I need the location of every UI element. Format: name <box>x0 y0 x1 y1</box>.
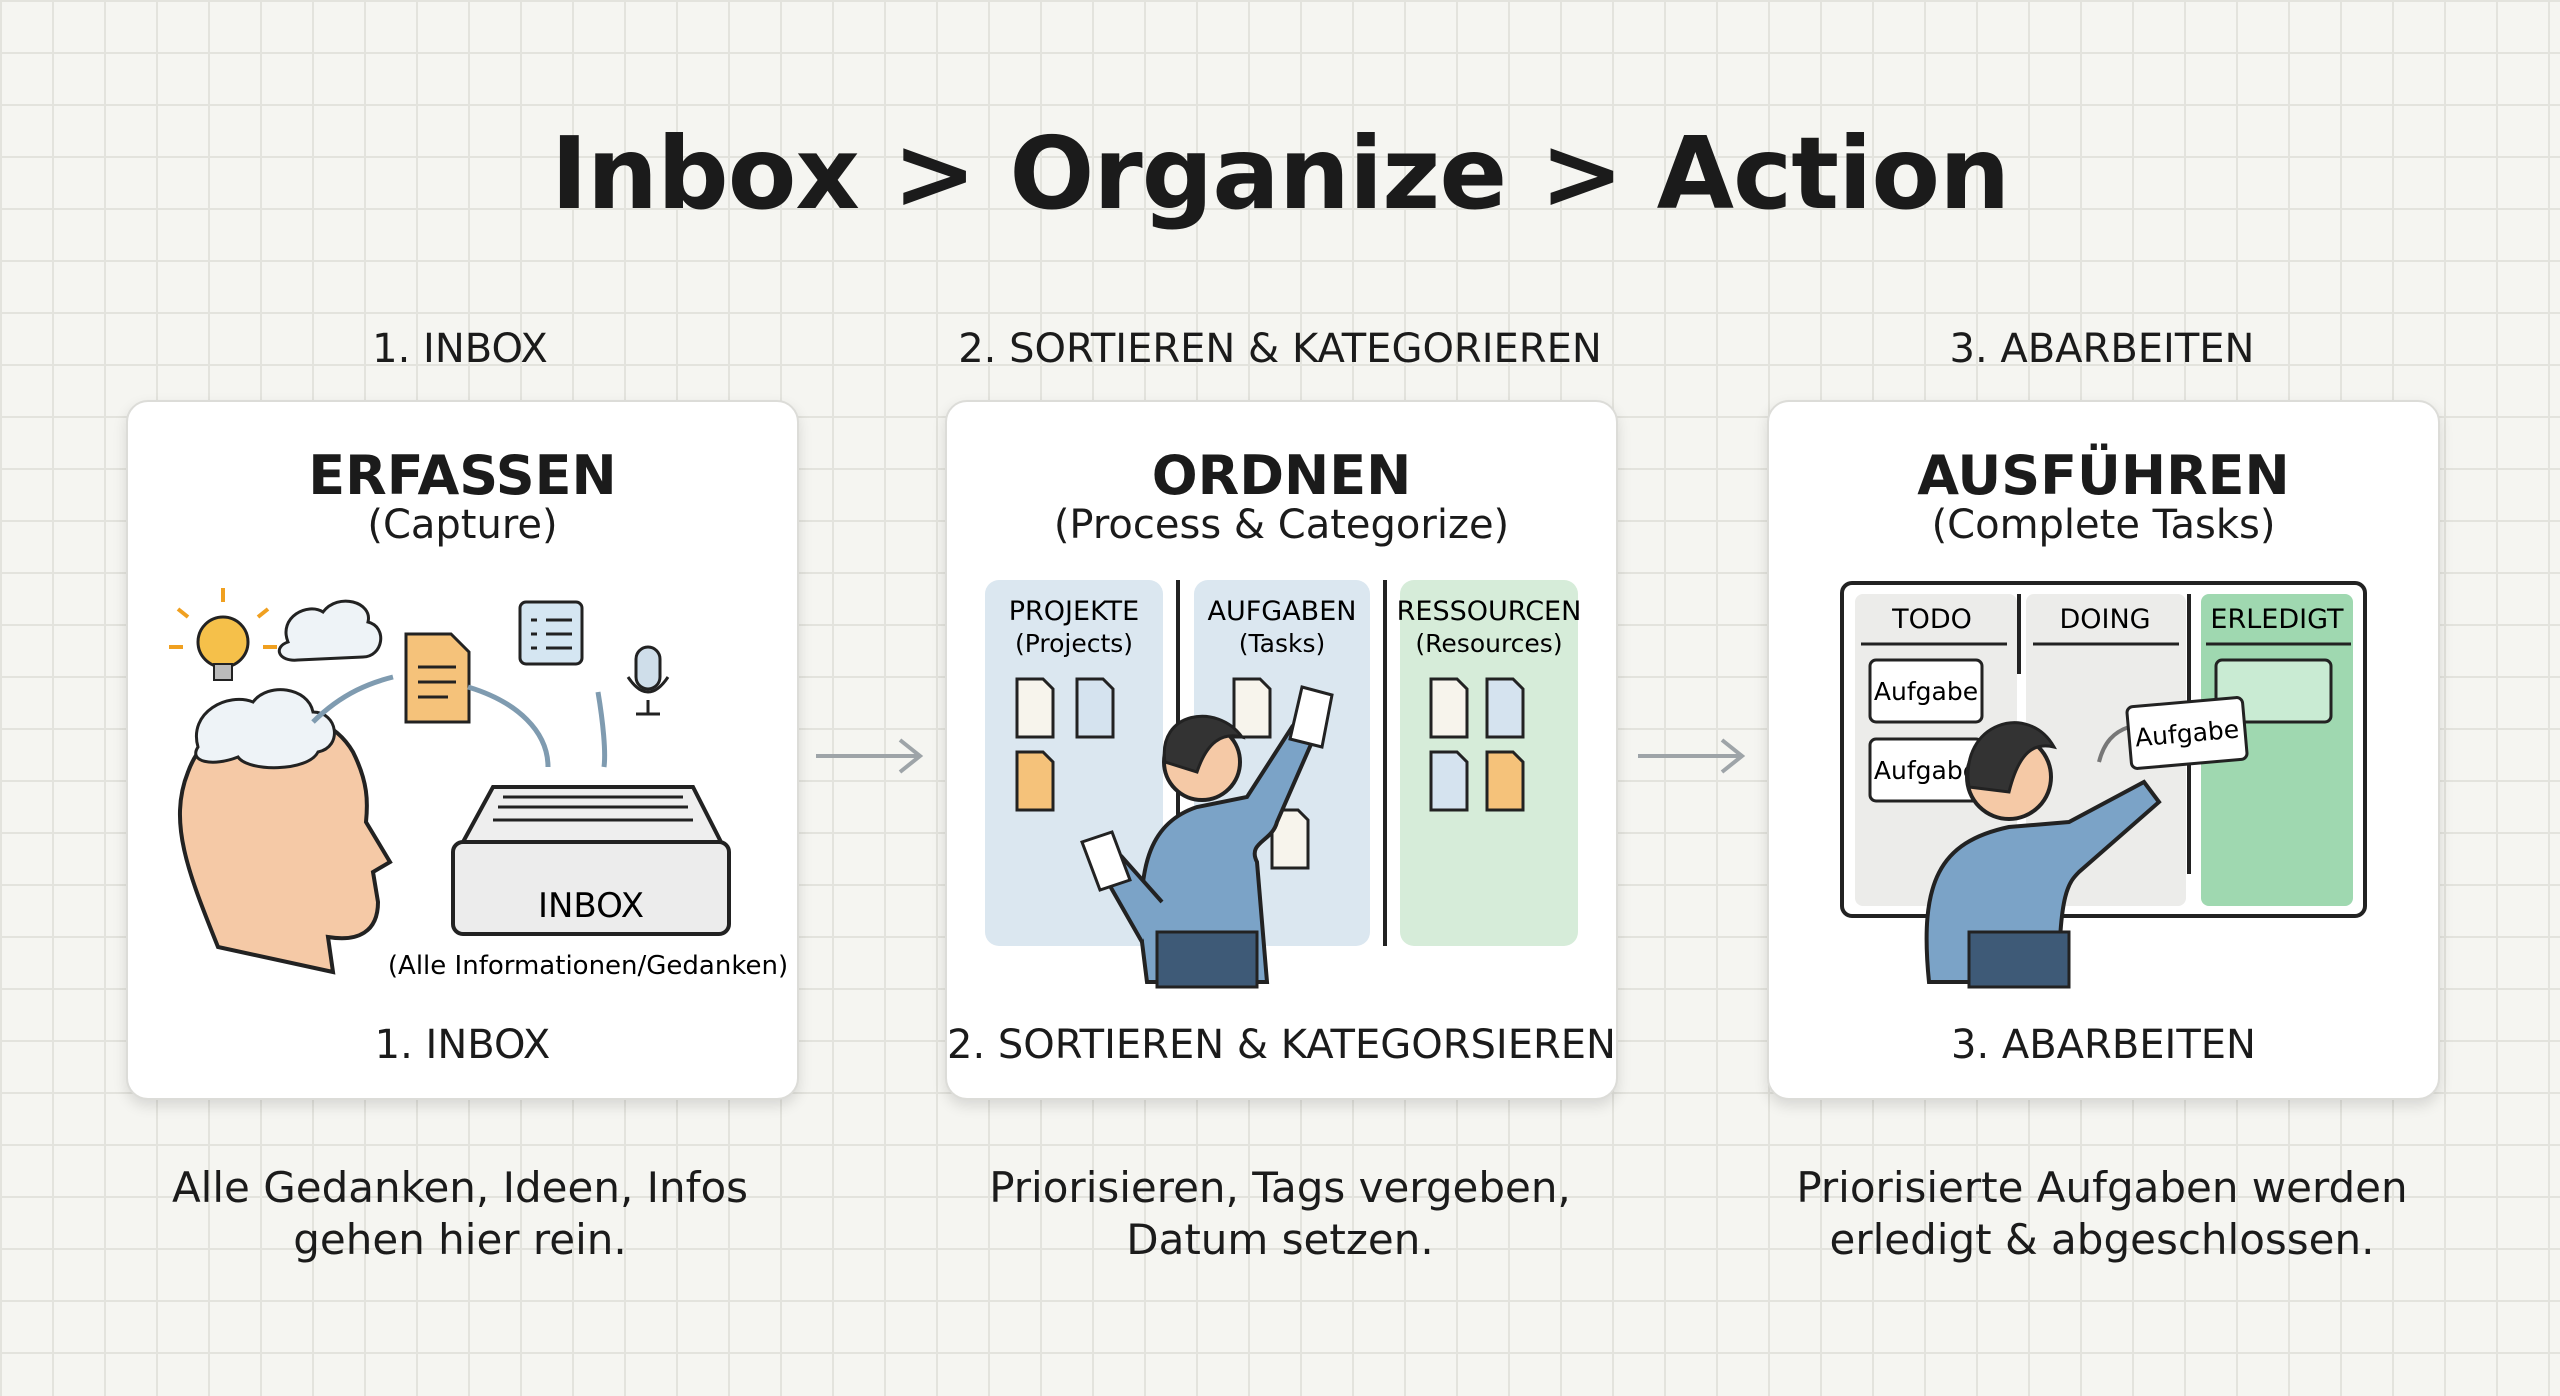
description-organize: Priorisieren, Tags vergeben, Datum setze… <box>930 1162 1630 1266</box>
page-title: Inbox > Organize > Action <box>550 115 2011 232</box>
description-line: gehen hier rein. <box>293 1215 627 1264</box>
head-icon <box>177 688 393 975</box>
card-title: ERFASSEN <box>308 444 617 507</box>
card-execute: AUSFÜHREN (Complete Tasks) TODO DOING ER… <box>1767 400 2440 1100</box>
description-line: Alle Gedanken, Ideen, Infos <box>171 1163 749 1212</box>
microphone-icon <box>626 645 670 716</box>
description-line: Datum setzen. <box>1126 1215 1434 1264</box>
task-card: Aufgabe <box>1874 756 1978 785</box>
arrow-icon <box>311 674 608 768</box>
description-execute: Priorisierte Aufgaben werden erledigt & … <box>1752 1162 2452 1266</box>
panel-subtitle: (Resources) <box>1415 629 1562 658</box>
card-footer: 1. INBOX <box>374 1022 551 1068</box>
panel-title: RESSOURCEN <box>1397 596 1582 627</box>
checklist-icon <box>518 600 584 666</box>
board-column-done: ERLEDIGT <box>2210 604 2344 635</box>
board-column-doing: DOING <box>2059 604 2150 635</box>
board-column-todo: TODO <box>1891 604 1972 635</box>
description-line: Priorisieren, Tags vergeben, <box>989 1163 1571 1212</box>
card-subtitle: (Process & Categorize) <box>1053 502 1510 548</box>
panel-subtitle: (Tasks) <box>1239 629 1326 658</box>
card-subtitle: (Capture) <box>367 502 558 548</box>
inbox-tray-label: INBOX <box>538 886 644 926</box>
column-header-inbox: 1. INBOX <box>372 326 548 372</box>
task-card: Aufgabe <box>1874 677 1978 706</box>
document-icon <box>404 632 471 724</box>
card-footer: 3. ABARBEITEN <box>1951 1022 2256 1068</box>
kanban-illustration: TODO DOING ERLEDIGT Aufgabe Aufgabe Aufg… <box>1840 581 2367 989</box>
panel-title: AUFGABEN <box>1208 596 1357 627</box>
inbox-caption: (Alle Informationen/Gedanken) <box>388 951 788 981</box>
panel-title: PROJEKTE <box>1009 596 1139 627</box>
card-footer: 2. SORTIEREN & KATEGORSIEREN <box>947 1022 1616 1068</box>
card-organize: ORDNEN (Process & Categorize) PROJEKTE (… <box>945 400 1618 1100</box>
card-subtitle: (Complete Tasks) <box>1931 502 2276 548</box>
capture-illustration: INBOX (Alle Informationen/Gedanken) <box>169 588 788 981</box>
person-icon <box>1924 721 2162 989</box>
description-line: Priorisierte Aufgaben werden <box>1796 1163 2408 1212</box>
description-capture: Alle Gedanken, Ideen, Infos gehen hier r… <box>110 1162 810 1266</box>
panel-subtitle: (Projects) <box>1015 629 1133 658</box>
organize-illustration: PROJEKTE (Projects) AUFGABEN (Tasks) RES… <box>985 580 1582 989</box>
inbox-tray-icon: INBOX <box>451 785 731 936</box>
card-title: AUSFÜHREN <box>1917 444 2290 507</box>
column-header-execute: 3. ABARBEITEN <box>1949 326 2255 372</box>
description-line: erledigt & abgeschlossen. <box>1829 1215 2375 1264</box>
card-title: ORDNEN <box>1151 444 1412 507</box>
lightbulb-icon <box>169 588 277 681</box>
thought-cloud-icon <box>277 599 383 662</box>
arrow-right-icon <box>1638 738 1746 774</box>
card-capture: ERFASSEN (Capture) INBOX (Alle Informati… <box>126 400 799 1100</box>
document-icon <box>1015 677 1525 870</box>
column-header-sort: 2. SORTIEREN & KATEGORIEREN <box>958 326 1602 372</box>
person-icon <box>1080 685 1334 989</box>
arrow-right-icon <box>816 738 924 774</box>
